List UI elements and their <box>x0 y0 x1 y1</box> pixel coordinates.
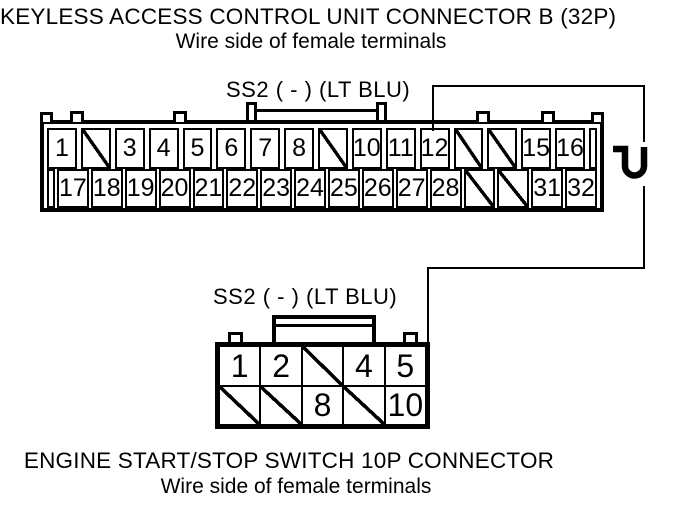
pin-cell-5: 5 <box>384 346 427 386</box>
pin-cell-blocked <box>301 346 344 386</box>
blank-sliver <box>47 169 55 208</box>
pin-cell-16: 16 <box>555 128 585 169</box>
pin-cell-blocked <box>318 128 348 169</box>
wire-segment-switch-drop <box>427 267 429 344</box>
mount-tab <box>228 332 243 344</box>
pin-cell-blocked <box>343 385 385 425</box>
latch-post <box>246 102 257 123</box>
pin-cell-17: 17 <box>57 169 89 208</box>
pin-cell-12: 12 <box>419 128 450 169</box>
pin-cell-26: 26 <box>361 169 394 208</box>
pin-cell-8: 8 <box>284 128 314 169</box>
pin-cell-4: 4 <box>148 128 179 169</box>
wire-segment-pin12-drop <box>432 85 434 131</box>
pin-row-6-10: 8 10 <box>219 385 427 425</box>
pin-cell-6: 6 <box>216 128 247 169</box>
pin-cell-10: 10 <box>351 128 382 169</box>
pin-cell-blocked <box>219 385 261 425</box>
mount-tab <box>541 111 555 122</box>
pin-cell-blocked <box>497 169 530 208</box>
wire-segment-right-lower <box>643 186 645 269</box>
wire-side-note-bottom: Wire side of female terminals <box>160 475 432 498</box>
pin-cell-11: 11 <box>385 128 416 169</box>
pin-cell-23: 23 <box>260 169 293 208</box>
ss2-wire-label-bottom: SS2 ( - ) (LT BLU) <box>213 284 398 309</box>
wire-segment-right-upper <box>643 85 645 142</box>
latch-tab-line <box>276 324 372 327</box>
wire-side-note-top: Wire side of female terminals <box>175 30 447 53</box>
wire-segment-return-run <box>427 267 645 269</box>
mount-tab <box>70 111 84 122</box>
pin-cell-25: 25 <box>328 169 360 208</box>
mount-tab <box>40 112 53 122</box>
pin-cell-3: 3 <box>114 128 145 169</box>
pin-cell-28: 28 <box>429 169 462 208</box>
pin-cell-7: 7 <box>250 128 281 169</box>
pin-cell-18: 18 <box>90 169 123 208</box>
connector-10p-title: ENGINE START/STOP SWITCH 10P CONNECTOR <box>23 448 555 473</box>
latch-post <box>376 102 387 123</box>
mount-tab <box>591 112 604 122</box>
pin-cell-blocked <box>453 128 484 169</box>
pin-cell-8: 8 <box>301 385 344 425</box>
pin-cell-5: 5 <box>182 128 213 169</box>
pin-cell-15: 15 <box>521 128 552 169</box>
pin-cell-32: 32 <box>565 169 597 208</box>
pin-cell-10: 10 <box>384 385 427 425</box>
pin-cell-31: 31 <box>531 169 564 208</box>
blank-sliver <box>589 128 597 169</box>
pin-cell-blocked <box>80 128 111 169</box>
pin-cell-blocked <box>260 385 302 425</box>
latch-bar <box>247 109 387 123</box>
pin-cell-21: 21 <box>192 169 225 208</box>
pin-cell-blocked <box>487 128 518 169</box>
mount-tab <box>476 111 490 122</box>
pin-cell-1: 1 <box>47 128 77 169</box>
wire-segment-top-run <box>432 85 645 87</box>
mount-tab <box>403 332 418 344</box>
pin-cell-22: 22 <box>226 169 259 208</box>
pin-cell-2: 2 <box>260 346 302 386</box>
ss2-wire-label-top: SS2 ( - ) (LT BLU) <box>226 77 411 102</box>
connector-32p-title: KEYLESS ACCESS CONTROL UNIT CONNECTOR B … <box>0 4 617 29</box>
pin-cell-19: 19 <box>124 169 157 208</box>
pin-cell-blocked <box>463 169 496 208</box>
pin-cell-4: 4 <box>343 346 385 386</box>
mount-tab <box>173 111 187 122</box>
pin-cell-20: 20 <box>158 169 191 208</box>
pin-cell-27: 27 <box>395 169 428 208</box>
u-clip-icon <box>613 145 648 179</box>
pin-cell-1: 1 <box>219 346 261 386</box>
pin-cell-24: 24 <box>294 169 326 208</box>
